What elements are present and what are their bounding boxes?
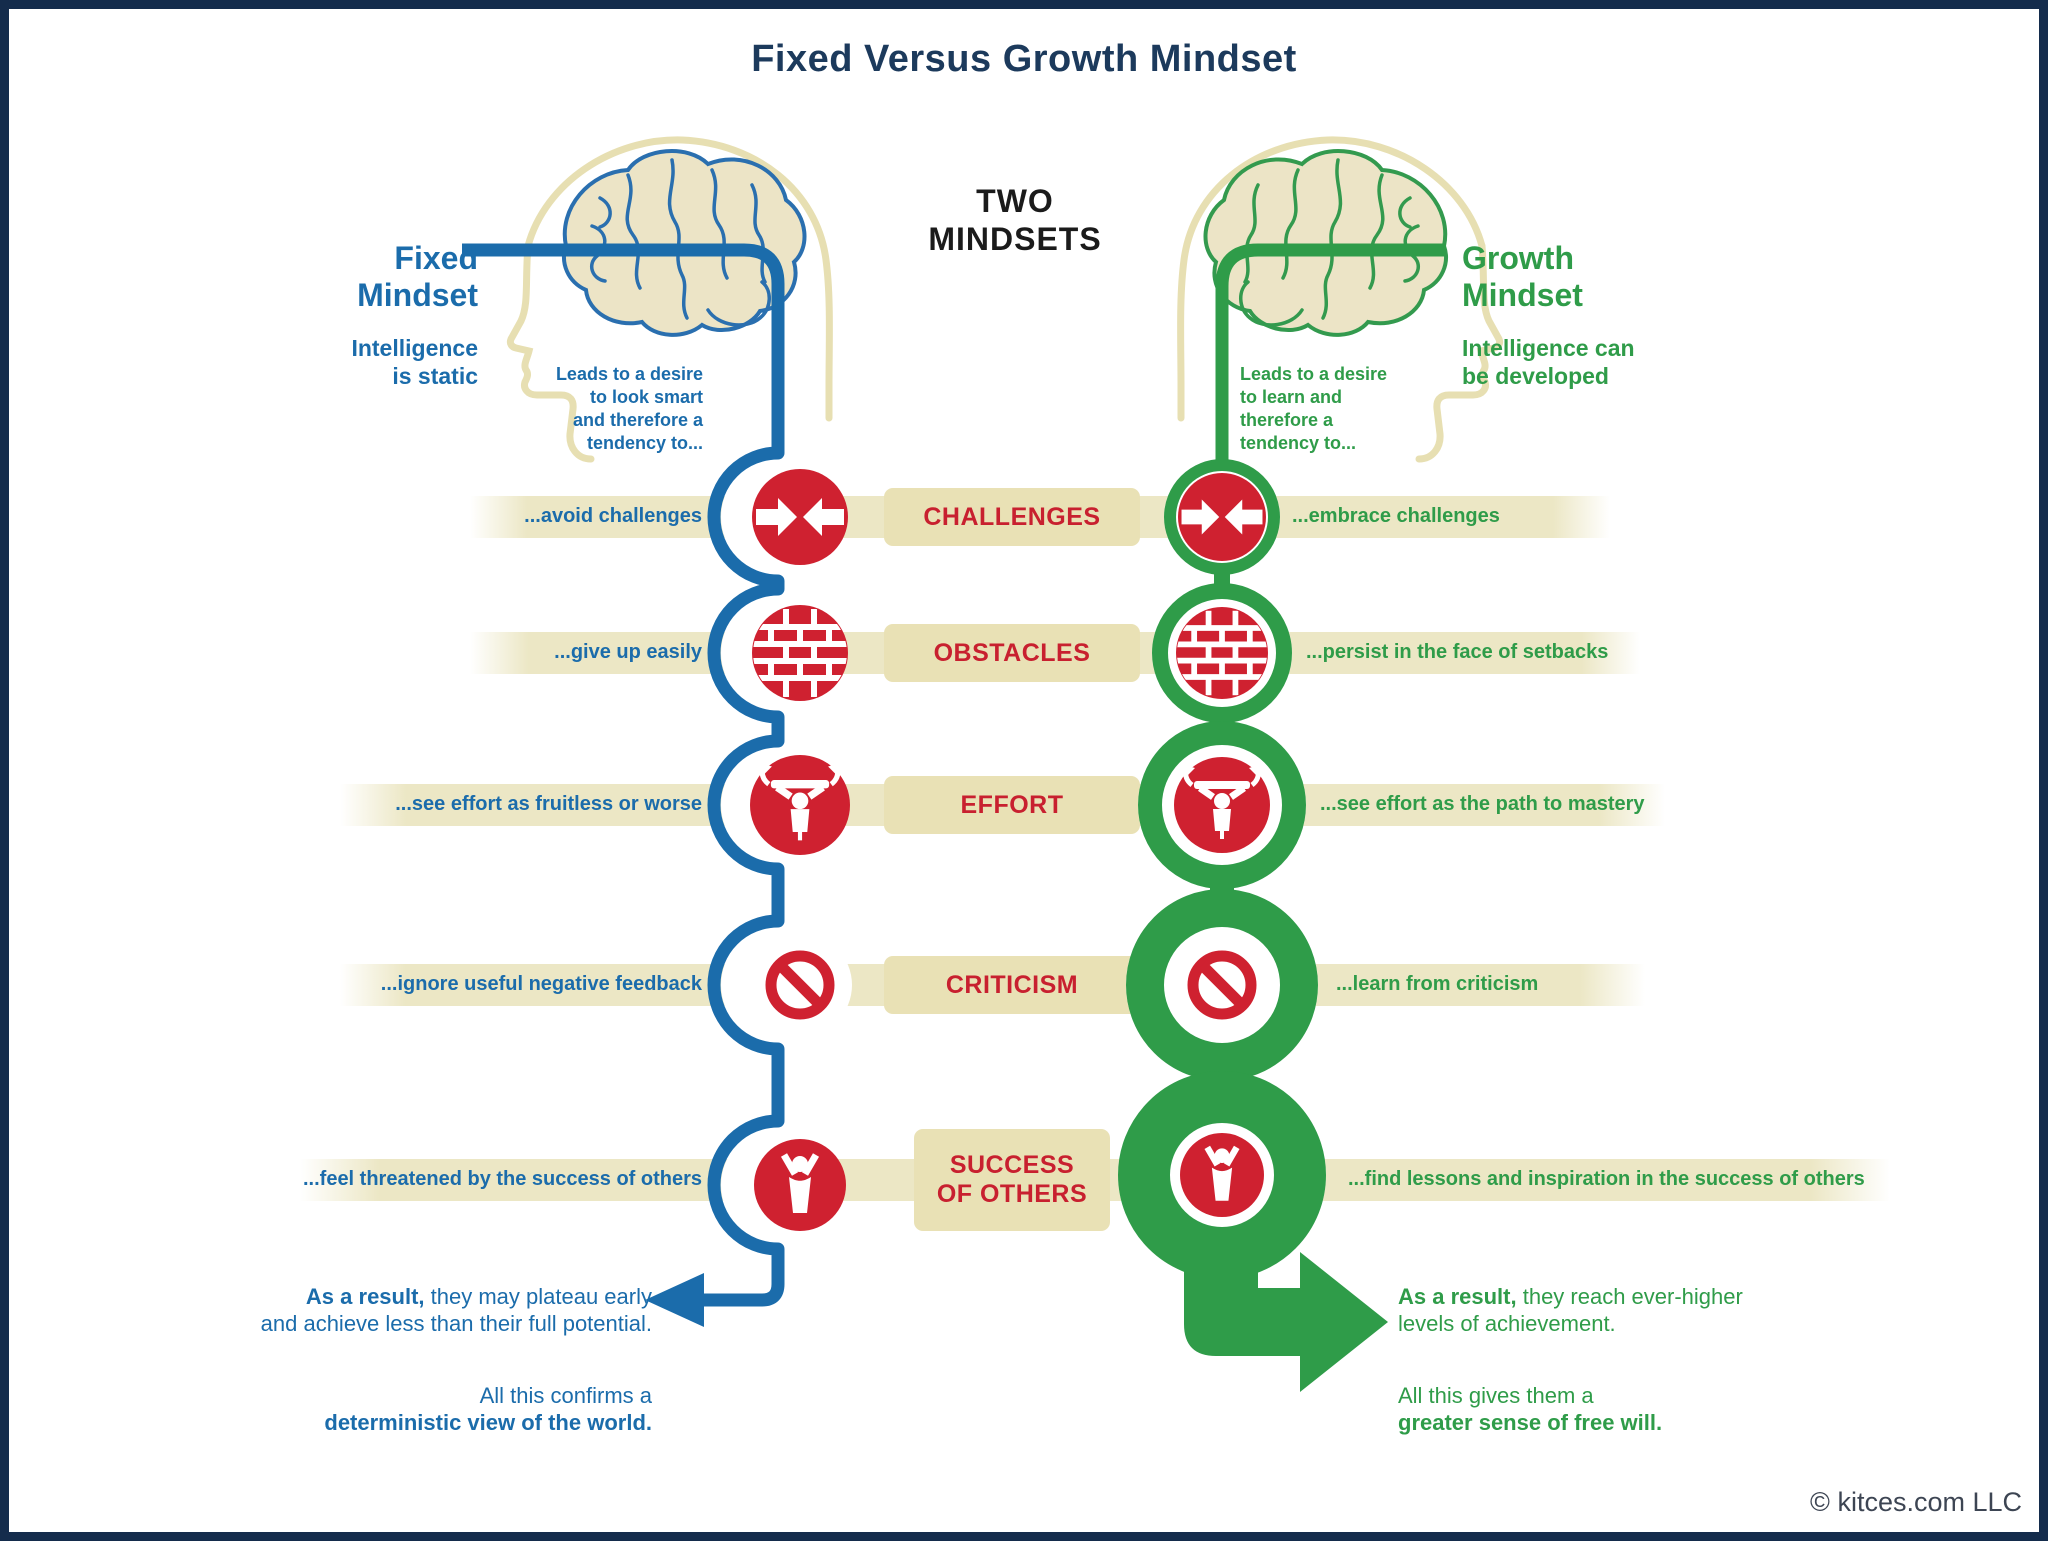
growth-row-text: ...see effort as the path to mastery — [1320, 793, 1645, 815]
growth-row-text: ...learn from criticism — [1336, 973, 1539, 995]
growth-row-text: ...persist in the face of setbacks — [1306, 641, 1609, 663]
fixed-result-rest: they may plateau early and achieve less … — [260, 1284, 652, 1336]
fixed-conclusion-bold: deterministic view of the world. — [324, 1410, 652, 1435]
growth-result-block: As a result, they reach ever-higher leve… — [1398, 1256, 1743, 1481]
page-title: Fixed Versus Growth Mindset — [751, 38, 1297, 80]
converging-arrows-icon — [752, 469, 848, 565]
converging-arrows-icon — [1178, 473, 1266, 561]
fixed-mindset-label-block: Fixed Mindset Intelligence is static — [351, 222, 478, 408]
growth-mindset-title: Growth Mindset — [1462, 240, 1583, 313]
fixed-result-text: As a result, they may plateau early and … — [261, 1283, 652, 1337]
weightlifter-icon — [750, 755, 850, 855]
no-sign-icon — [748, 933, 852, 1037]
growth-row-text: ...find lessons and inspiration in the s… — [1348, 1168, 1865, 1190]
brick-wall-icon — [1176, 607, 1268, 699]
growth-mindset-subtitle: Intelligence can be developed — [1462, 335, 1635, 389]
fixed-conclusion-lead: All this confirms a — [479, 1383, 652, 1408]
growth-mindset-label-block: Growth Mindset Intelligence can be devel… — [1462, 222, 1635, 408]
growth-result-lead: As a result, — [1398, 1284, 1517, 1309]
fixed-row-text: ...ignore useful negative feedback — [380, 973, 702, 995]
growth-ring-connectors — [1210, 566, 1234, 900]
fixed-conclusion-text: All this confirms a deterministic view o… — [261, 1382, 652, 1436]
growth-conclusion-text: All this gives them a greater sense of f… — [1398, 1382, 1743, 1436]
growth-row-text: ...embrace challenges — [1292, 505, 1500, 527]
growth-result-text: As a result, they reach ever-higher leve… — [1398, 1283, 1743, 1337]
attribution-footer: © kitces.com LLC Source: Carol S. Dweck,… — [1339, 1450, 2022, 1541]
growth-conclusion-bold: greater sense of free will. — [1398, 1410, 1663, 1435]
fixed-row-text: ...see effort as fruitless or worse — [395, 793, 702, 815]
fixed-result-lead: As a result, — [305, 1284, 425, 1309]
fixed-path-line — [462, 243, 785, 1307]
fixed-row-text: ...feel threatened by the success of oth… — [302, 1168, 702, 1190]
category-label: OBSTACLES — [933, 638, 1091, 667]
growth-desire-text: Leads to a desire to learn and therefore… — [1240, 364, 1388, 453]
fixed-desire-text: Leads to a desire to look smart and ther… — [555, 364, 703, 453]
fixed-mindset-subtitle: Intelligence is static — [351, 335, 478, 389]
fixed-row-text: ...avoid challenges — [524, 505, 702, 527]
winner-figure-icon — [754, 1139, 846, 1231]
brick-wall-icon — [752, 605, 848, 701]
category-label: CHALLENGES — [923, 502, 1101, 531]
weightlifter-icon — [1174, 757, 1270, 853]
growth-conclusion-lead: All this gives them a — [1398, 1383, 1594, 1408]
category-chip: SUCCESS OF OTHERS — [914, 1129, 1110, 1231]
category-label: CRITICISM — [945, 970, 1079, 999]
category-chip: CRITICISM — [884, 956, 1140, 1014]
copyright-text: © kitces.com LLC — [1810, 1487, 2022, 1517]
category-chip: OBSTACLES — [884, 624, 1140, 682]
category-label: EFFORT — [960, 790, 1064, 819]
no-sign-icon — [1168, 931, 1276, 1039]
fixed-result-block: As a result, they may plateau early and … — [261, 1256, 652, 1481]
category-chip: EFFORT — [884, 776, 1140, 834]
growth-result-rest: they reach ever-higher levels of achieve… — [1398, 1284, 1743, 1336]
category-chip: CHALLENGES — [884, 488, 1140, 546]
winner-figure-icon — [1180, 1133, 1264, 1217]
two-mindsets-heading: TWO MINDSETS — [928, 183, 1102, 257]
fixed-mindset-title: Fixed Mindset — [357, 240, 478, 313]
fixed-arrowhead — [645, 1273, 704, 1327]
fixed-row-text: ...give up easily — [554, 641, 702, 663]
growth-arrow — [1184, 1240, 1388, 1392]
category-label: SUCCESS OF OTHERS — [936, 1151, 1088, 1208]
growth-path-line — [1215, 243, 1446, 470]
